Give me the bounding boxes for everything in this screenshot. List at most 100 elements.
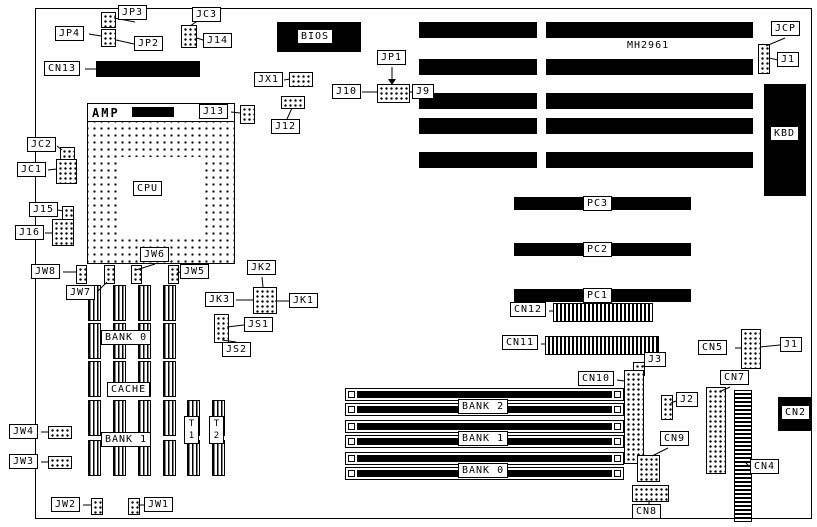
label-cn7: CN7 (720, 370, 750, 385)
jw3-jumper (48, 456, 72, 469)
label-j3: J3 (644, 352, 667, 367)
label-jw1: JW1 (144, 497, 174, 512)
isa-slot-1-b (546, 22, 753, 38)
isa-slot-5-a (419, 152, 537, 168)
label-t2: T 2 (209, 416, 224, 444)
isa-slot-2-a (419, 59, 537, 75)
jc1-jumper (56, 159, 77, 184)
label-j2: J2 (676, 392, 699, 407)
label-cn11: CN11 (502, 335, 539, 350)
jp1-j10-j9-jumper (377, 84, 410, 103)
label-cn10: CN10 (578, 371, 615, 386)
cn8-connector (632, 485, 669, 502)
jw7-jumper (104, 265, 115, 284)
j12-connector (281, 96, 305, 109)
memory-chip (88, 400, 101, 436)
label-jw5: JW5 (180, 264, 210, 279)
cn9-connector (637, 455, 660, 482)
label-bank0-simm: BANK 0 (458, 463, 509, 478)
label-t2-letter: T (213, 419, 220, 429)
cn12-connector (553, 303, 653, 322)
label-jcp: JCP (771, 21, 801, 36)
label-j16: J16 (15, 225, 45, 240)
jw4-jumper (48, 426, 72, 439)
cache-chip (163, 361, 176, 397)
isa-slot-3-a (419, 93, 537, 109)
isa-slot-2-b (546, 59, 753, 75)
label-j1-right: J1 (780, 337, 803, 352)
cn10-connector (624, 370, 644, 464)
label-jw8: JW8 (31, 264, 61, 279)
label-jp4: JP4 (55, 26, 85, 41)
label-js2: JS2 (222, 342, 252, 357)
label-cn13: CN13 (44, 61, 81, 76)
label-jw2: JW2 (51, 497, 81, 512)
label-cpu: CPU (133, 181, 163, 196)
label-j10: J10 (332, 84, 362, 99)
js-jumper-block (214, 314, 229, 343)
j2-jumper (661, 395, 673, 420)
label-j15: J15 (29, 202, 59, 217)
cn7-connector (706, 387, 726, 474)
label-jx1: JX1 (254, 72, 284, 87)
jw1-jumper (128, 498, 140, 515)
jw2-jumper (91, 498, 103, 515)
jp4-jp2-jumper (101, 29, 116, 47)
label-jk1: JK1 (289, 293, 319, 308)
memory-chip (163, 400, 176, 436)
label-jw7: JW7 (66, 285, 96, 300)
label-jw6: JW6 (140, 247, 170, 262)
label-bank1-left: BANK 1 (101, 432, 152, 447)
memory-chip (88, 440, 101, 476)
cpu-socket-center (117, 157, 201, 237)
memory-chip (163, 440, 176, 476)
label-j1-top: J1 (777, 52, 800, 67)
tag-ram-chip (212, 440, 225, 476)
label-j13: J13 (199, 104, 229, 119)
label-cn4: CN4 (750, 459, 780, 474)
jw6-jumper (131, 265, 142, 284)
memory-chip (163, 285, 176, 321)
label-cn9: CN9 (660, 431, 690, 446)
jcp-j1-jumper (758, 44, 770, 74)
label-jp3: JP3 (118, 5, 148, 20)
label-jc3: JC3 (192, 7, 222, 22)
isa-slot-5-b (546, 152, 753, 168)
cn5-connector (741, 329, 761, 369)
label-jp2: JP2 (134, 36, 164, 51)
label-cn8: CN8 (632, 504, 662, 519)
j16-jumper (52, 219, 74, 246)
j13-connector (240, 105, 255, 124)
label-j12: J12 (271, 119, 301, 134)
label-jk3: JK3 (205, 292, 235, 307)
cn4-connector (734, 390, 752, 522)
label-cn12: CN12 (510, 302, 547, 317)
isa-slot-1-a (419, 22, 537, 38)
model-text: MH2961 (627, 40, 670, 51)
jw5-jumper (168, 265, 179, 284)
cn13-connector (96, 61, 200, 77)
isa-slot-4-b (546, 118, 753, 134)
label-j14: J14 (203, 33, 233, 48)
jc2-jumper (60, 147, 75, 162)
label-bios: BIOS (297, 29, 334, 44)
label-js1: JS1 (244, 317, 274, 332)
jc3-j14-jumper (181, 25, 197, 48)
amp-bar (132, 107, 174, 117)
memory-chip (88, 323, 101, 359)
isa-slot-3-b (546, 93, 753, 109)
label-pc3: PC3 (583, 196, 613, 211)
jx1-jumper (289, 72, 313, 87)
label-t1: T 1 (184, 416, 199, 444)
jk-jumper-block (253, 287, 277, 314)
cache-chip (88, 361, 101, 397)
label-jp1: JP1 (377, 50, 407, 65)
memory-chip (163, 323, 176, 359)
label-t1-letter: T (188, 419, 195, 429)
label-j9: J9 (412, 84, 435, 99)
isa-slot-4-a (419, 118, 537, 134)
label-bank0-left: BANK 0 (101, 330, 152, 345)
memory-chip (138, 400, 151, 436)
jw8-jumper (76, 265, 87, 284)
